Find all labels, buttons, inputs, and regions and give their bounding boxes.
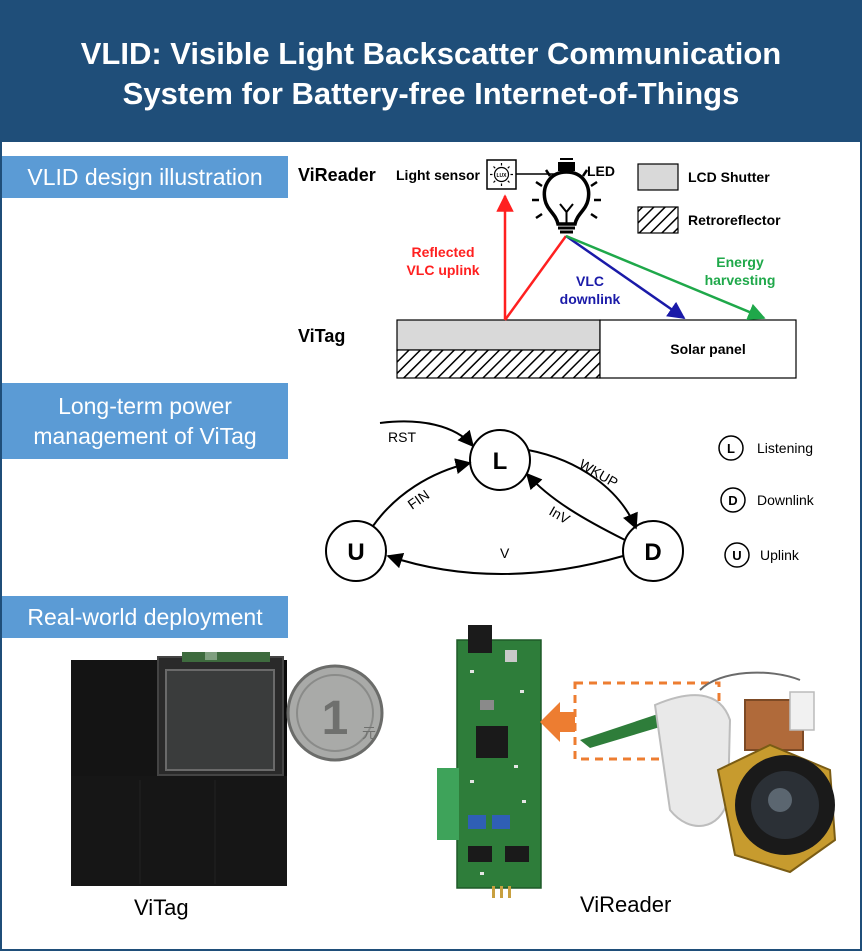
wkup-label: WKUP bbox=[577, 456, 621, 491]
v-transition bbox=[386, 552, 624, 575]
inv-transition bbox=[525, 472, 626, 541]
section-label-power: Long-term power management of ViTag bbox=[2, 383, 288, 459]
lcd-shutter-swatch bbox=[637, 163, 679, 191]
fsm-legend: L Listening D Downlink U Uplink bbox=[718, 435, 815, 568]
state-u-node bbox=[325, 520, 387, 582]
state-u-text: U bbox=[347, 539, 364, 566]
coin-number: 1 bbox=[322, 692, 349, 745]
energy-harvesting-ray bbox=[565, 234, 766, 321]
retroreflector-label: Retroreflector bbox=[688, 212, 781, 228]
legend-d-label: Downlink bbox=[757, 492, 815, 508]
energy-label-1: Energy bbox=[716, 254, 764, 270]
legend-u-symbol: U bbox=[732, 548, 741, 563]
vlc-downlink-ray bbox=[565, 234, 686, 320]
section-label-deployment: Real-world deployment bbox=[2, 596, 288, 638]
lux-text: LUX bbox=[497, 173, 508, 179]
title-line-2: System for Battery-free Internet-of-Thin… bbox=[122, 76, 740, 111]
vireader-pcb-photo bbox=[437, 625, 542, 898]
lcd-shutter-layer bbox=[396, 319, 601, 351]
legend-l-symbol: L bbox=[727, 441, 735, 456]
retroreflector-layer bbox=[396, 349, 601, 379]
reflected-label-2: VLC uplink bbox=[406, 262, 479, 278]
section-label-power-line-1: Long-term power bbox=[58, 393, 232, 419]
section-label-design: VLID design illustration bbox=[2, 156, 288, 198]
vitag-caption: ViTag bbox=[134, 895, 189, 920]
rst-transition bbox=[379, 420, 475, 448]
led-bulb-icon bbox=[532, 158, 601, 234]
retroreflector-swatch bbox=[637, 206, 679, 234]
legend-d-symbol: D bbox=[728, 493, 737, 508]
orange-arrow-icon bbox=[540, 702, 575, 742]
section-label-deployment-text: Real-world deployment bbox=[27, 604, 263, 630]
state-d-node bbox=[622, 520, 684, 582]
vireader-device-photo bbox=[573, 671, 837, 874]
legend-u-label: Uplink bbox=[760, 547, 800, 563]
light-sensor-label: Light sensor bbox=[396, 167, 481, 183]
section-label-power-line-2: management of ViTag bbox=[33, 423, 257, 449]
downlink-to-tag-ray bbox=[503, 235, 568, 321]
solar-panel bbox=[599, 319, 797, 379]
fin-transition bbox=[372, 458, 472, 527]
vitag-photo bbox=[71, 652, 287, 886]
solar-panel-label: Solar panel bbox=[670, 341, 745, 357]
coin-char: 元 bbox=[362, 725, 376, 741]
light-sensor-icon: LUX bbox=[486, 159, 517, 190]
lcd-shutter-label: LCD Shutter bbox=[688, 169, 770, 185]
vlc-downlink-label-2: downlink bbox=[560, 291, 621, 307]
vitag-label: ViTag bbox=[298, 326, 345, 346]
vireader-caption: ViReader bbox=[580, 892, 672, 917]
legend-l-label: Listening bbox=[757, 440, 813, 456]
rst-label: RST bbox=[388, 429, 416, 445]
v-label: V bbox=[500, 545, 510, 561]
inv-label: InV bbox=[547, 503, 574, 528]
led-label: LED bbox=[587, 163, 615, 179]
wkup-transition bbox=[527, 449, 638, 530]
title-banner: VLID: Visible Light Backscatter Communic… bbox=[2, 2, 860, 142]
vlc-downlink-label-1: VLC bbox=[576, 273, 604, 289]
vireader-label: ViReader bbox=[298, 165, 376, 185]
section-label-design-text: VLID design illustration bbox=[27, 164, 263, 190]
coin-photo: 1 元 bbox=[286, 664, 384, 762]
energy-label-2: harvesting bbox=[705, 272, 776, 288]
title-line-1: VLID: Visible Light Backscatter Communic… bbox=[80, 36, 782, 71]
state-d-text: D bbox=[644, 539, 661, 566]
reflected-label-1: Reflected bbox=[411, 244, 474, 260]
state-l-text: L bbox=[493, 448, 508, 475]
